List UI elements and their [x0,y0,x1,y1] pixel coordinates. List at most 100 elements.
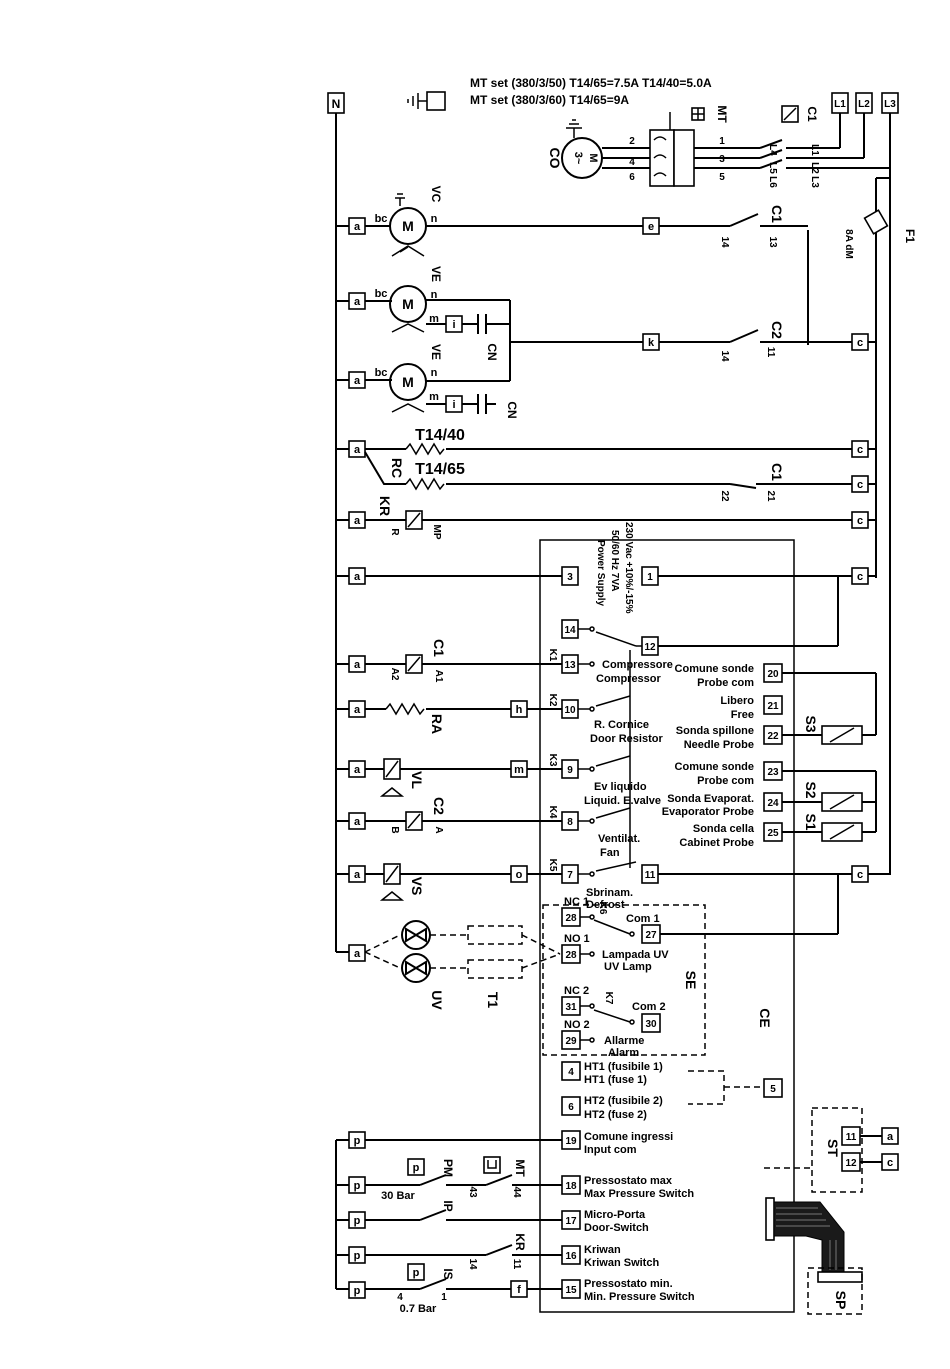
motor-table-line-2: MT set (380/3/60) T14/65=9A [470,93,629,107]
svg-text:C2: C2 [431,797,447,815]
svg-text:Alarm: Alarm [608,1047,639,1059]
svg-text:30 Bar: 30 Bar [381,1190,415,1202]
svg-text:K6: K6 [597,902,608,915]
kriwan-switch-row: p KR 14 11 16 Kriwan Kriwan Switch [336,1233,659,1270]
svg-text:p: p [354,1180,361,1192]
svg-text:o: o [516,869,523,881]
svg-text:ST: ST [825,1139,841,1157]
svg-text:c: c [857,444,863,456]
svg-text:p: p [354,1250,361,1262]
heater-t1465: T14/65 RC C1 22 21 c [364,451,876,502]
svg-text:CN: CN [505,401,519,418]
svg-text:M: M [402,218,414,234]
svg-text:R: R [389,528,400,536]
svg-text:p: p [354,1285,361,1297]
svg-text:UV: UV [429,990,445,1010]
motor-protector-mt: MT 1 3 5 [649,105,760,187]
svg-text:Cabinet Probe: Cabinet Probe [679,837,754,849]
svg-text:24: 24 [767,798,779,809]
k4-fan-row: a C2 B A K4 8 Ventilat. Fan [336,797,640,859]
svg-text:Ev liquido: Ev liquido [594,781,647,793]
svg-text:14: 14 [564,625,576,636]
svg-text:n: n [431,213,438,225]
svg-text:NO 1: NO 1 [564,933,590,945]
svg-text:28: 28 [565,913,577,924]
svg-text:L2: L2 [858,99,870,110]
svg-text:50/60 Hz 7VA: 50/60 Hz 7VA [609,530,620,592]
svg-text:3~: 3~ [572,152,584,165]
heater-t1440: a T14/40 c [336,427,876,458]
svg-text:Probe com: Probe com [697,775,754,787]
svg-text:a: a [887,1131,894,1143]
svg-text:VL: VL [409,771,425,789]
svg-text:n: n [431,289,438,301]
svg-text:Ventilat.: Ventilat. [598,833,640,845]
svg-text:a: a [354,948,361,960]
svg-text:L4: L4 [767,144,778,156]
svg-text:MT: MT [715,105,729,123]
svg-text:Micro-Porta: Micro-Porta [584,1209,646,1221]
svg-text:11: 11 [846,1132,857,1143]
svg-text:VS: VS [409,877,425,896]
svg-text:22: 22 [719,490,730,502]
input-common-row: p 19 Comune ingressi Input com [336,1130,673,1156]
svg-text:29: 29 [565,1036,577,1047]
svg-text:a: a [354,571,361,583]
power-supply-text: 230 Vac +10%/-15% 50/60 Hz 7VA Power Sup… [595,522,634,614]
svg-text:i: i [452,399,455,411]
svg-text:S3: S3 [803,715,819,732]
k1-compressor-row: a C1 A2 A1 K1 13 Compressore Compressor [336,639,673,685]
svg-text:a: a [354,704,361,716]
svg-text:SP: SP [833,1291,849,1310]
svg-text:4: 4 [397,1292,403,1303]
svg-text:F1: F1 [903,229,917,243]
svg-text:11: 11 [511,1259,522,1270]
svg-text:8A dM: 8A dM [843,229,854,259]
svg-text:c: c [857,869,863,881]
svg-text:1: 1 [647,572,653,583]
svg-text:C2: C2 [769,321,785,339]
svg-text:p: p [354,1135,361,1147]
condenser-fan-vc: a M bc n VC e C1 14 13 [336,186,808,257]
svg-text:S2: S2 [803,781,819,798]
svg-text:5: 5 [770,1084,776,1095]
svg-text:8: 8 [567,817,573,828]
svg-text:a: a [354,764,361,776]
svg-text:K5: K5 [547,859,558,872]
svg-text:Needle Probe: Needle Probe [684,739,754,751]
svg-text:NC 1: NC 1 [564,896,589,908]
svg-text:UV Lamp: UV Lamp [604,961,652,973]
svg-text:Comune sonde: Comune sonde [675,761,754,773]
svg-text:Liquid. E.valve: Liquid. E.valve [584,795,661,807]
svg-text:13: 13 [564,660,576,671]
svg-text:T14/40: T14/40 [415,427,465,444]
svg-text:m: m [514,764,524,776]
svg-text:C1: C1 [769,463,785,481]
svg-text:CN: CN [485,343,499,360]
svg-text:11: 11 [645,870,656,881]
svg-text:28: 28 [565,950,577,961]
expansion-label: SE [683,971,699,990]
svg-text:VC: VC [429,186,443,203]
svg-text:K1: K1 [547,649,558,662]
svg-text:14: 14 [719,236,730,248]
svg-text:Input com: Input com [584,1144,637,1156]
compressor-label: CO [547,148,563,169]
svg-text:KR: KR [377,496,393,516]
svg-text:a: a [354,375,361,387]
svg-text:25: 25 [767,828,779,839]
svg-text:Evaporator Probe: Evaporator Probe [662,806,754,818]
svg-text:Door Resistor: Door Resistor [590,733,663,745]
controller-ce-outline [539,539,795,1313]
kriwan-relay-kr: a KR R MP c [336,496,876,540]
svg-text:a: a [354,444,361,456]
svg-text:A: A [433,826,444,833]
ce-power-row: a 3 1 c [336,566,876,586]
svg-text:14: 14 [467,1258,478,1270]
ground-icon [407,91,446,111]
k2-door-resistor-row: a RA h K2 10 R. Cornice Door Resistor [336,694,663,745]
svg-text:Sonda Evaporat.: Sonda Evaporat. [667,793,754,805]
svg-text:1: 1 [441,1292,447,1303]
svg-text:5: 5 [719,172,725,183]
